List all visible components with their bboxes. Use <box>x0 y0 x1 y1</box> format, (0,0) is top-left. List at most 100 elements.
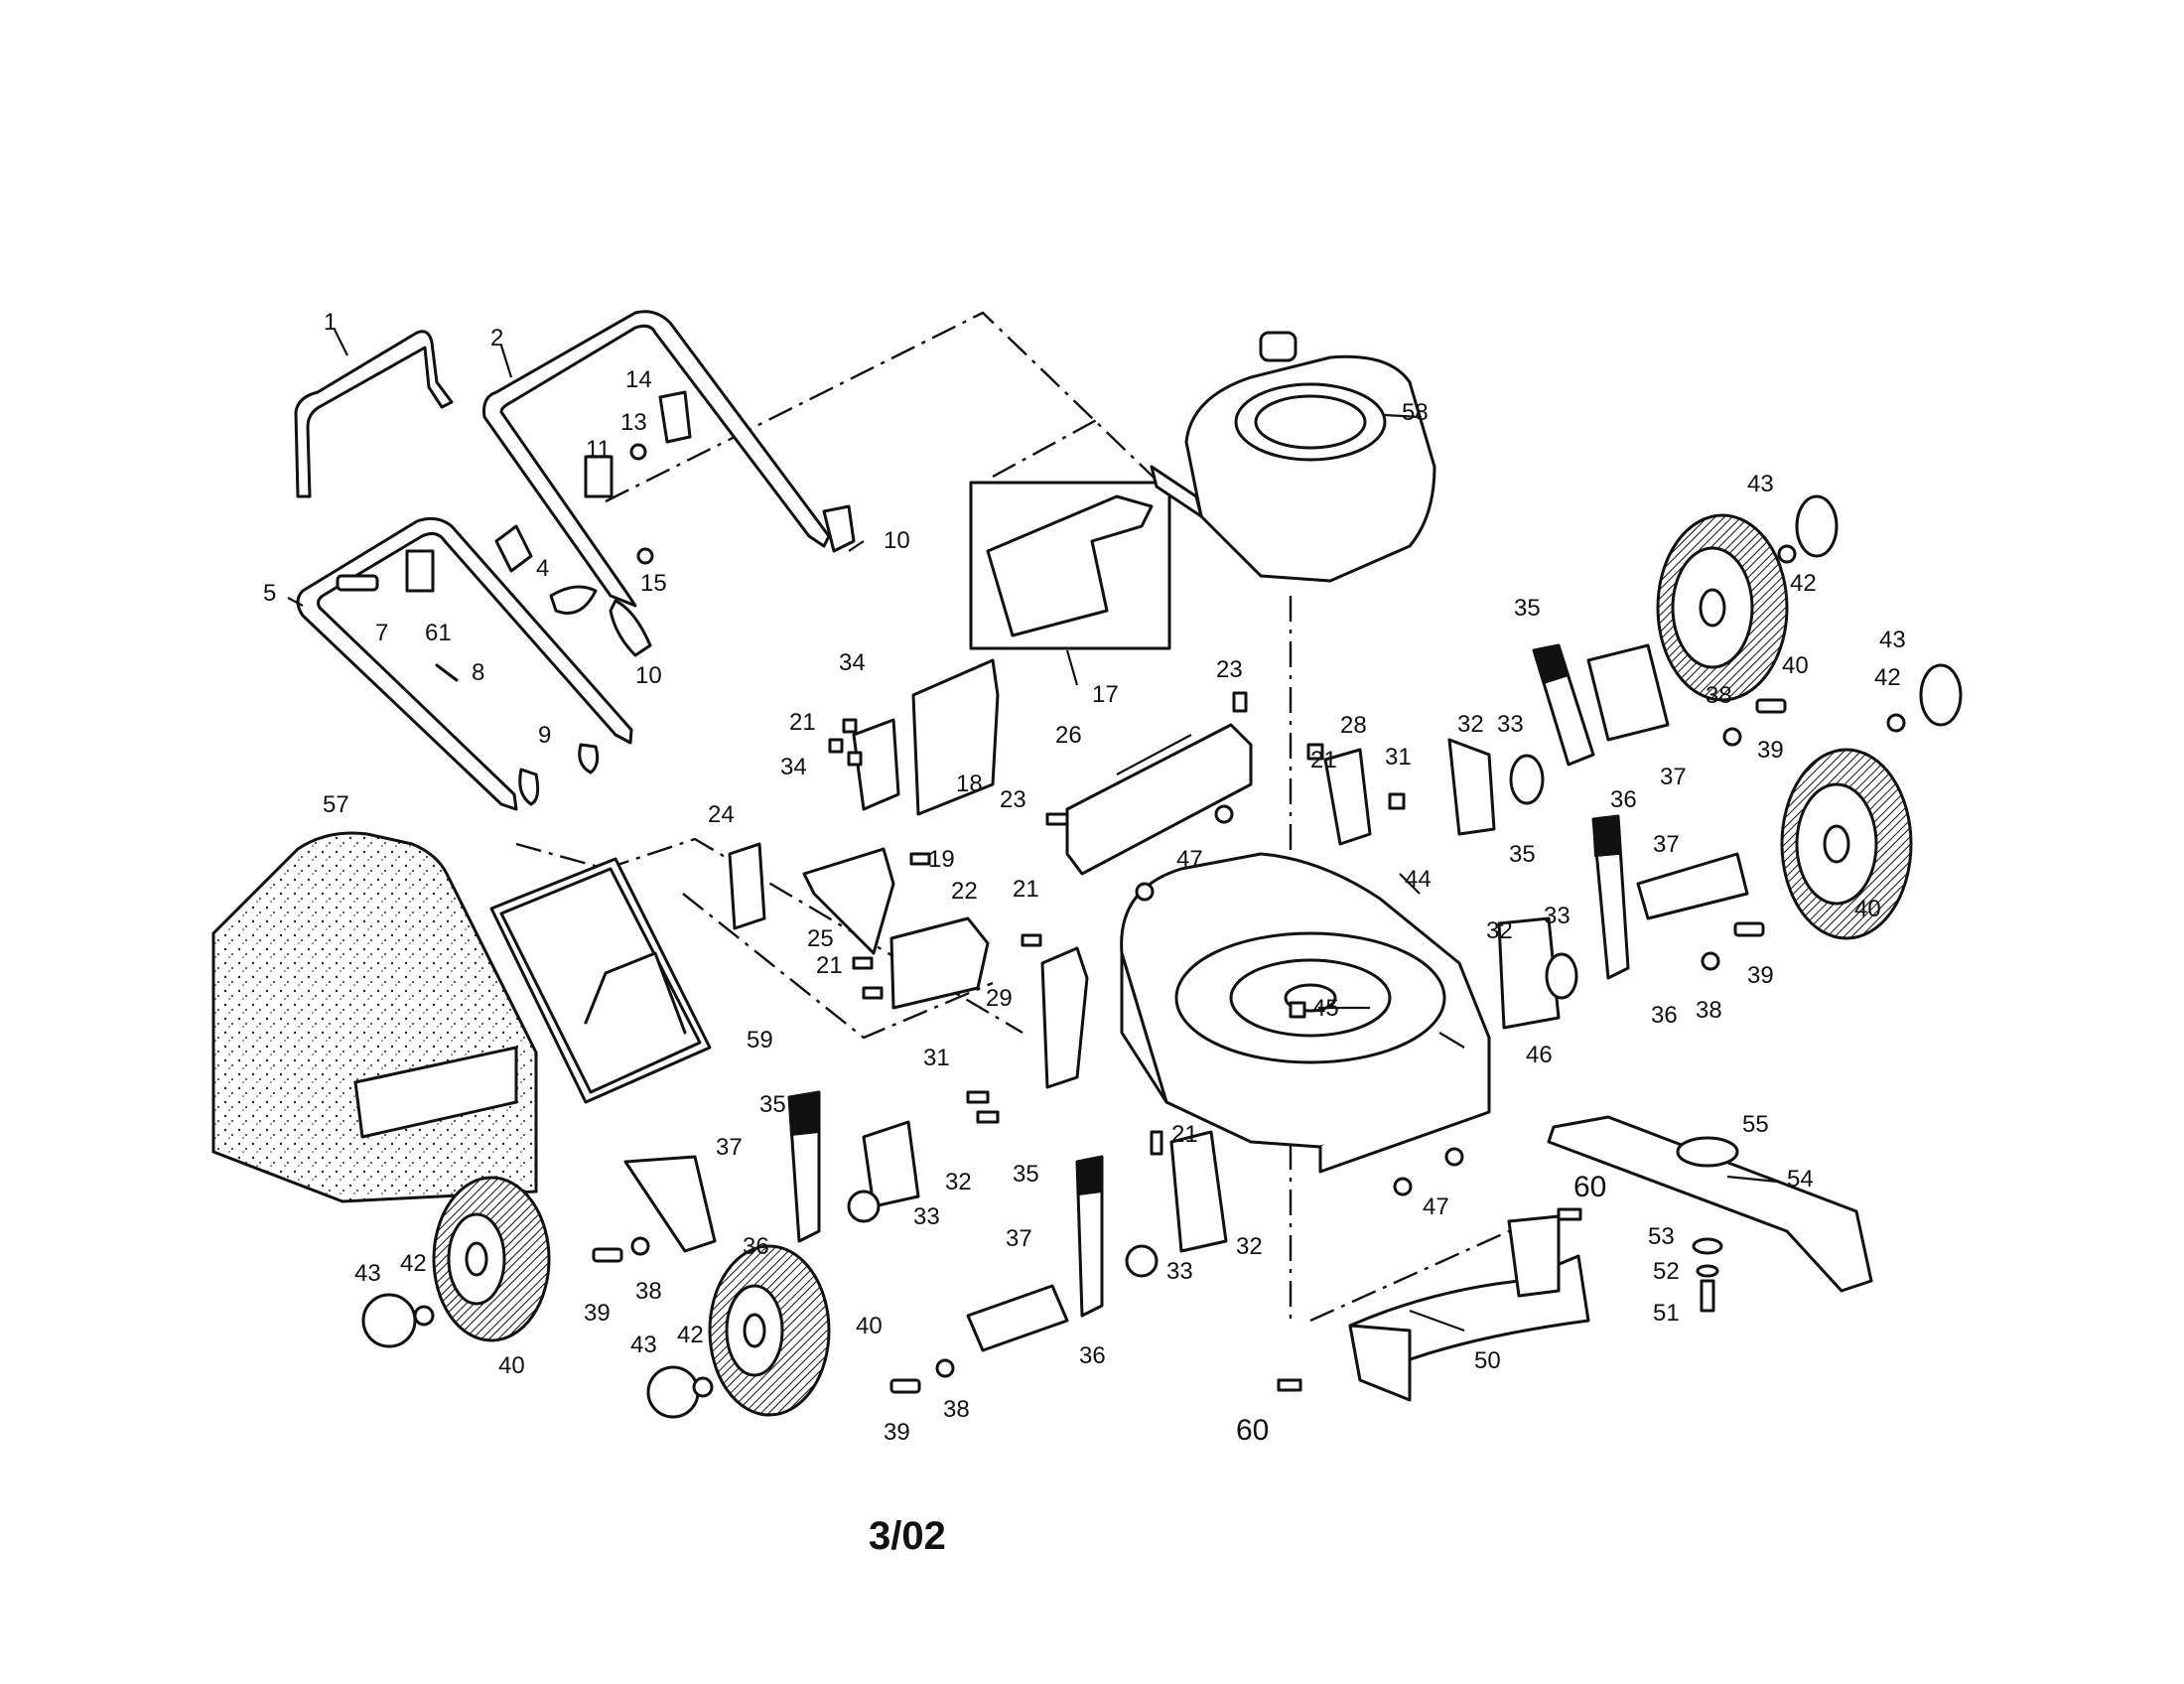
callout-32c: 32 <box>945 1169 972 1195</box>
callout-10a: 10 <box>884 527 910 554</box>
callout-54: 54 <box>1787 1166 1814 1193</box>
cable-bracket-14 <box>658 390 692 444</box>
cable-bracket-4a <box>494 524 533 573</box>
fasteners <box>413 544 1906 1398</box>
callout-1: 1 <box>324 309 337 336</box>
callout-42a: 42 <box>1790 570 1817 597</box>
callout-7: 7 <box>375 620 388 646</box>
callout-38d: 38 <box>943 1396 970 1423</box>
control-lever-10a <box>609 599 652 657</box>
axle-bracket-37a <box>1586 643 1670 742</box>
callout-23a: 23 <box>1216 656 1243 683</box>
callout-57: 57 <box>323 791 349 818</box>
callout-38a: 38 <box>1706 682 1732 709</box>
blade-bolt-51 <box>1700 1279 1715 1313</box>
rear-bracket-18 <box>911 658 1000 816</box>
lower-handle <box>296 516 633 811</box>
callout-21e: 21 <box>1171 1121 1198 1148</box>
callout-37c: 37 <box>716 1134 743 1161</box>
callout-58: 58 <box>1402 399 1429 426</box>
axle-bracket-37d <box>966 1284 1069 1352</box>
callout-29: 29 <box>986 985 1013 1012</box>
grass-bag-frame <box>489 857 712 1104</box>
callout-36a: 36 <box>1610 786 1637 813</box>
wheel-front-right-upper <box>1656 513 1789 702</box>
bracket-24 <box>728 842 766 930</box>
callout-42b: 42 <box>1874 664 1901 691</box>
callout-33a: 33 <box>1497 711 1524 738</box>
callout-40d: 40 <box>856 1313 883 1339</box>
control-lever-10b <box>822 504 856 553</box>
callout-14: 14 <box>625 366 652 393</box>
callout-18: 18 <box>956 771 983 797</box>
callout-10b: 10 <box>635 662 662 689</box>
rear-flap-inset <box>969 481 1171 650</box>
callout-5: 5 <box>263 580 276 607</box>
hub-caps <box>361 494 1963 1419</box>
callout-39b: 39 <box>1747 962 1774 989</box>
callout-61: 61 <box>425 620 452 646</box>
hub-cap-43c <box>361 1293 417 1348</box>
callout-42d: 42 <box>677 1322 704 1348</box>
height-adjusters <box>623 643 1749 1352</box>
clip-9b <box>578 743 600 774</box>
callout-59: 59 <box>747 1027 773 1053</box>
callout-39c: 39 <box>584 1300 611 1327</box>
washer-52 <box>1696 1264 1719 1278</box>
height-bracket-28 <box>1323 748 1372 846</box>
callout-33b: 33 <box>1544 903 1570 929</box>
callout-51: 51 <box>1653 1300 1680 1327</box>
callout-36c: 36 <box>743 1233 769 1260</box>
mower-deck <box>1120 852 1491 1174</box>
callout-13: 13 <box>620 409 647 436</box>
handle-bracket-61 <box>405 549 435 593</box>
callout-46: 46 <box>1526 1042 1553 1068</box>
washer-53 <box>1692 1237 1723 1255</box>
hub-cap-43d <box>646 1365 700 1419</box>
callout-39a: 39 <box>1757 737 1784 764</box>
callout-33c: 33 <box>913 1203 940 1230</box>
callout-4: 4 <box>536 555 549 582</box>
callout-21c: 21 <box>1013 876 1039 903</box>
callout-2: 2 <box>490 325 503 351</box>
callout-24: 24 <box>708 801 735 828</box>
callout-17: 17 <box>1092 681 1119 708</box>
callout-38b: 38 <box>1696 997 1722 1024</box>
callout-37d: 37 <box>1006 1225 1032 1252</box>
clip-9a <box>518 768 540 806</box>
callout-50: 50 <box>1474 1347 1501 1374</box>
callout-32d: 32 <box>1236 1233 1263 1260</box>
callout-8: 8 <box>472 659 484 686</box>
rear-baffle-25 <box>802 847 895 955</box>
callout-33d: 33 <box>1166 1258 1193 1285</box>
blade-adapter-55 <box>1676 1136 1739 1168</box>
gear-plates <box>847 738 1578 1278</box>
leader-lines <box>287 329 1778 1333</box>
callout-25: 25 <box>807 925 834 952</box>
callout-43b: 43 <box>1879 627 1906 653</box>
callouts: 1 2 4 5 7 8 9 10 10 11 13 14 15 17 18 19… <box>263 309 1906 1447</box>
hub-cap-43a <box>1795 494 1839 558</box>
rear-bracket-18b <box>852 718 900 811</box>
callout-31b: 31 <box>923 1045 950 1071</box>
callout-21a: 21 <box>789 709 816 736</box>
callout-36d: 36 <box>1079 1342 1106 1369</box>
callout-43c: 43 <box>354 1260 381 1287</box>
date-code: 3/02 <box>869 1514 946 1558</box>
callout-22: 22 <box>951 878 978 905</box>
callout-47a: 47 <box>1176 846 1203 873</box>
upper-handle <box>294 330 454 498</box>
hub-cap-43b <box>1919 663 1963 727</box>
handle-hardware <box>336 390 856 806</box>
callout-28: 28 <box>1340 712 1367 739</box>
callout-47b: 47 <box>1423 1193 1449 1220</box>
callout-52: 52 <box>1653 1258 1680 1285</box>
callout-19: 19 <box>928 846 955 873</box>
blade-assembly <box>1547 1115 1873 1313</box>
callout-23b: 23 <box>1000 786 1026 813</box>
callout-44: 44 <box>1405 866 1432 893</box>
rear-hinge-bar <box>1065 723 1253 876</box>
discharge-chute <box>1348 1214 1590 1402</box>
nut-15 <box>636 547 654 565</box>
